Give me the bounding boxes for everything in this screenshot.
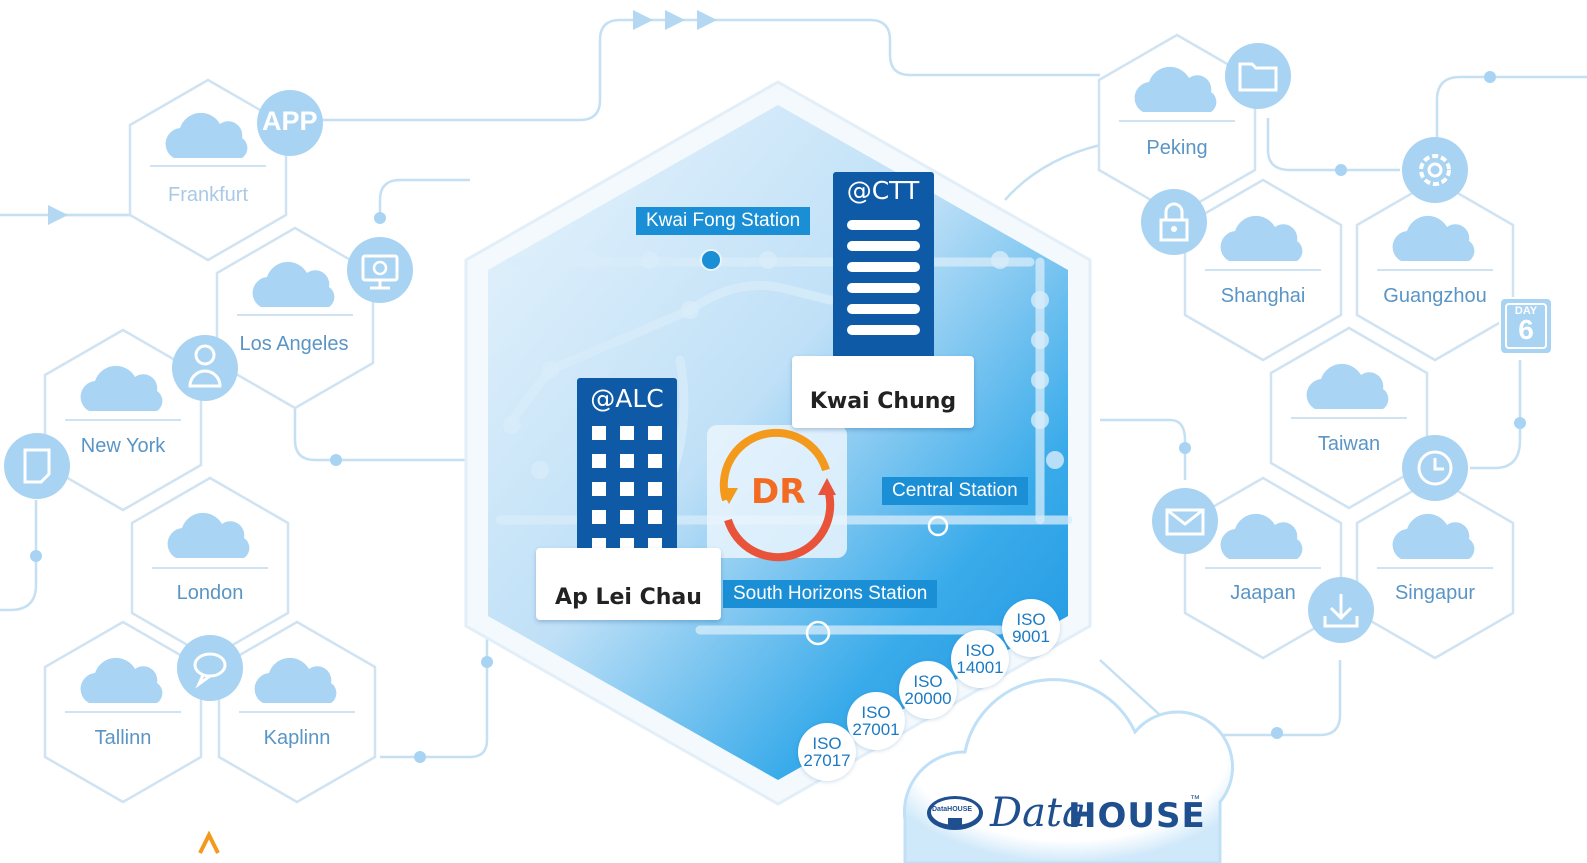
iso-name: ISO <box>965 641 995 660</box>
iso-20000-badge: ISO 20000 <box>899 661 957 719</box>
cloud-icon <box>80 365 163 411</box>
station-markers <box>700 249 949 646</box>
chat-bubble-icon <box>177 635 243 701</box>
document-icon <box>4 433 70 499</box>
metro-stops <box>503 251 1064 479</box>
station-label-south-horizons: South Horizons Station <box>723 580 938 608</box>
dr-label: DR <box>751 472 806 512</box>
iso-name: ISO <box>913 672 943 691</box>
city-label-peking: Peking <box>1146 137 1208 159</box>
orange-marker-icon <box>198 830 220 854</box>
site-label-kwai-chung: Kwai Chung <box>792 356 974 428</box>
iso-code: 27001 <box>852 720 900 739</box>
iso-code: 9001 <box>1012 627 1050 646</box>
iso-27017-badge: ISO 27017 <box>798 723 856 781</box>
brand-word-house: HOUSE <box>1068 796 1206 836</box>
ctt-tag: @CTT <box>846 176 920 205</box>
datahouse-mini-logo-text: DataHOUSE <box>932 806 973 813</box>
datahouse-mini-logo <box>927 796 983 830</box>
hex-dividers-left <box>65 165 355 713</box>
iso-9001-badge: ISO 9001 <box>1002 599 1060 657</box>
gear-icon <box>1402 137 1468 203</box>
alc-tag: @ALC <box>590 384 664 413</box>
cloud-icon <box>1392 513 1475 559</box>
city-label-tallinn: Tallinn <box>94 727 152 749</box>
alc-building-tower <box>577 378 677 568</box>
calendar-day-label: DAY <box>1514 305 1538 317</box>
cloud-icon <box>1220 513 1303 559</box>
brand-word-data: Data <box>990 790 1086 836</box>
cloud-icon <box>1134 66 1217 112</box>
clock-icon <box>1402 435 1468 501</box>
iso-code: 20000 <box>904 689 952 708</box>
user-icon <box>172 335 238 401</box>
city-label-frankfurt: Frankfurt <box>167 184 249 206</box>
station-label-kwai-fong: Kwai Fong Station <box>636 207 811 235</box>
cloud-icon <box>80 657 163 703</box>
download-icon <box>1308 577 1374 643</box>
brand-trademark: ™ <box>1190 794 1200 805</box>
app-badge-label: APP <box>262 106 318 136</box>
iso-name: ISO <box>1016 610 1046 629</box>
cloud-icon <box>1306 363 1389 409</box>
calendar-day-number: 6 <box>1518 314 1534 345</box>
app-badge-icon <box>257 90 323 156</box>
cloud-icon <box>165 112 248 158</box>
lock-icon <box>1141 189 1207 255</box>
city-label-singapur: Singapur <box>1394 582 1476 604</box>
cloud-icon <box>167 512 250 558</box>
hex-dividers-right <box>1119 120 1493 569</box>
city-label-guangzhou: Guangzhou <box>1383 285 1487 307</box>
folder-icon <box>1225 43 1291 109</box>
cloud-icon <box>254 657 337 703</box>
station-label-central: Central Station <box>882 477 1028 505</box>
cloud-icon <box>1220 215 1303 261</box>
dr-replication-icon <box>707 425 847 562</box>
site-label-ap-lei-chau: Ap Lei Chau <box>536 548 721 620</box>
iso-name: ISO <box>812 734 842 753</box>
hex-outlines-right <box>1097 33 1515 660</box>
iso-code: 14001 <box>956 658 1004 677</box>
flow-arrows <box>48 10 717 225</box>
city-label-kaplinn: Kaplinn <box>263 727 331 749</box>
datahouse-cloud <box>902 678 1235 863</box>
cloud-icon <box>252 261 335 307</box>
iso-code: 27017 <box>803 751 851 770</box>
mail-icon <box>1152 488 1218 554</box>
calendar-day-icon <box>1499 297 1553 355</box>
city-label-los-angeles: Los Angeles <box>239 333 349 355</box>
city-label-taiwan: Taiwan <box>1317 433 1381 455</box>
connector-dots <box>30 71 1526 763</box>
cloud-icon <box>1392 215 1475 261</box>
city-label-shanghai: Shanghai <box>1220 285 1306 307</box>
city-label-new-york: New York <box>80 435 166 457</box>
iso-name: ISO <box>861 703 891 722</box>
ctt-server-tower <box>833 172 934 382</box>
refresh-monitor-icon <box>347 237 413 303</box>
city-label-london: London <box>176 582 244 604</box>
city-label-jaapan: Jaapan <box>1230 582 1296 604</box>
iso-27001-badge: ISO 27001 <box>847 692 905 750</box>
iso-14001-badge: ISO 14001 <box>951 630 1009 688</box>
